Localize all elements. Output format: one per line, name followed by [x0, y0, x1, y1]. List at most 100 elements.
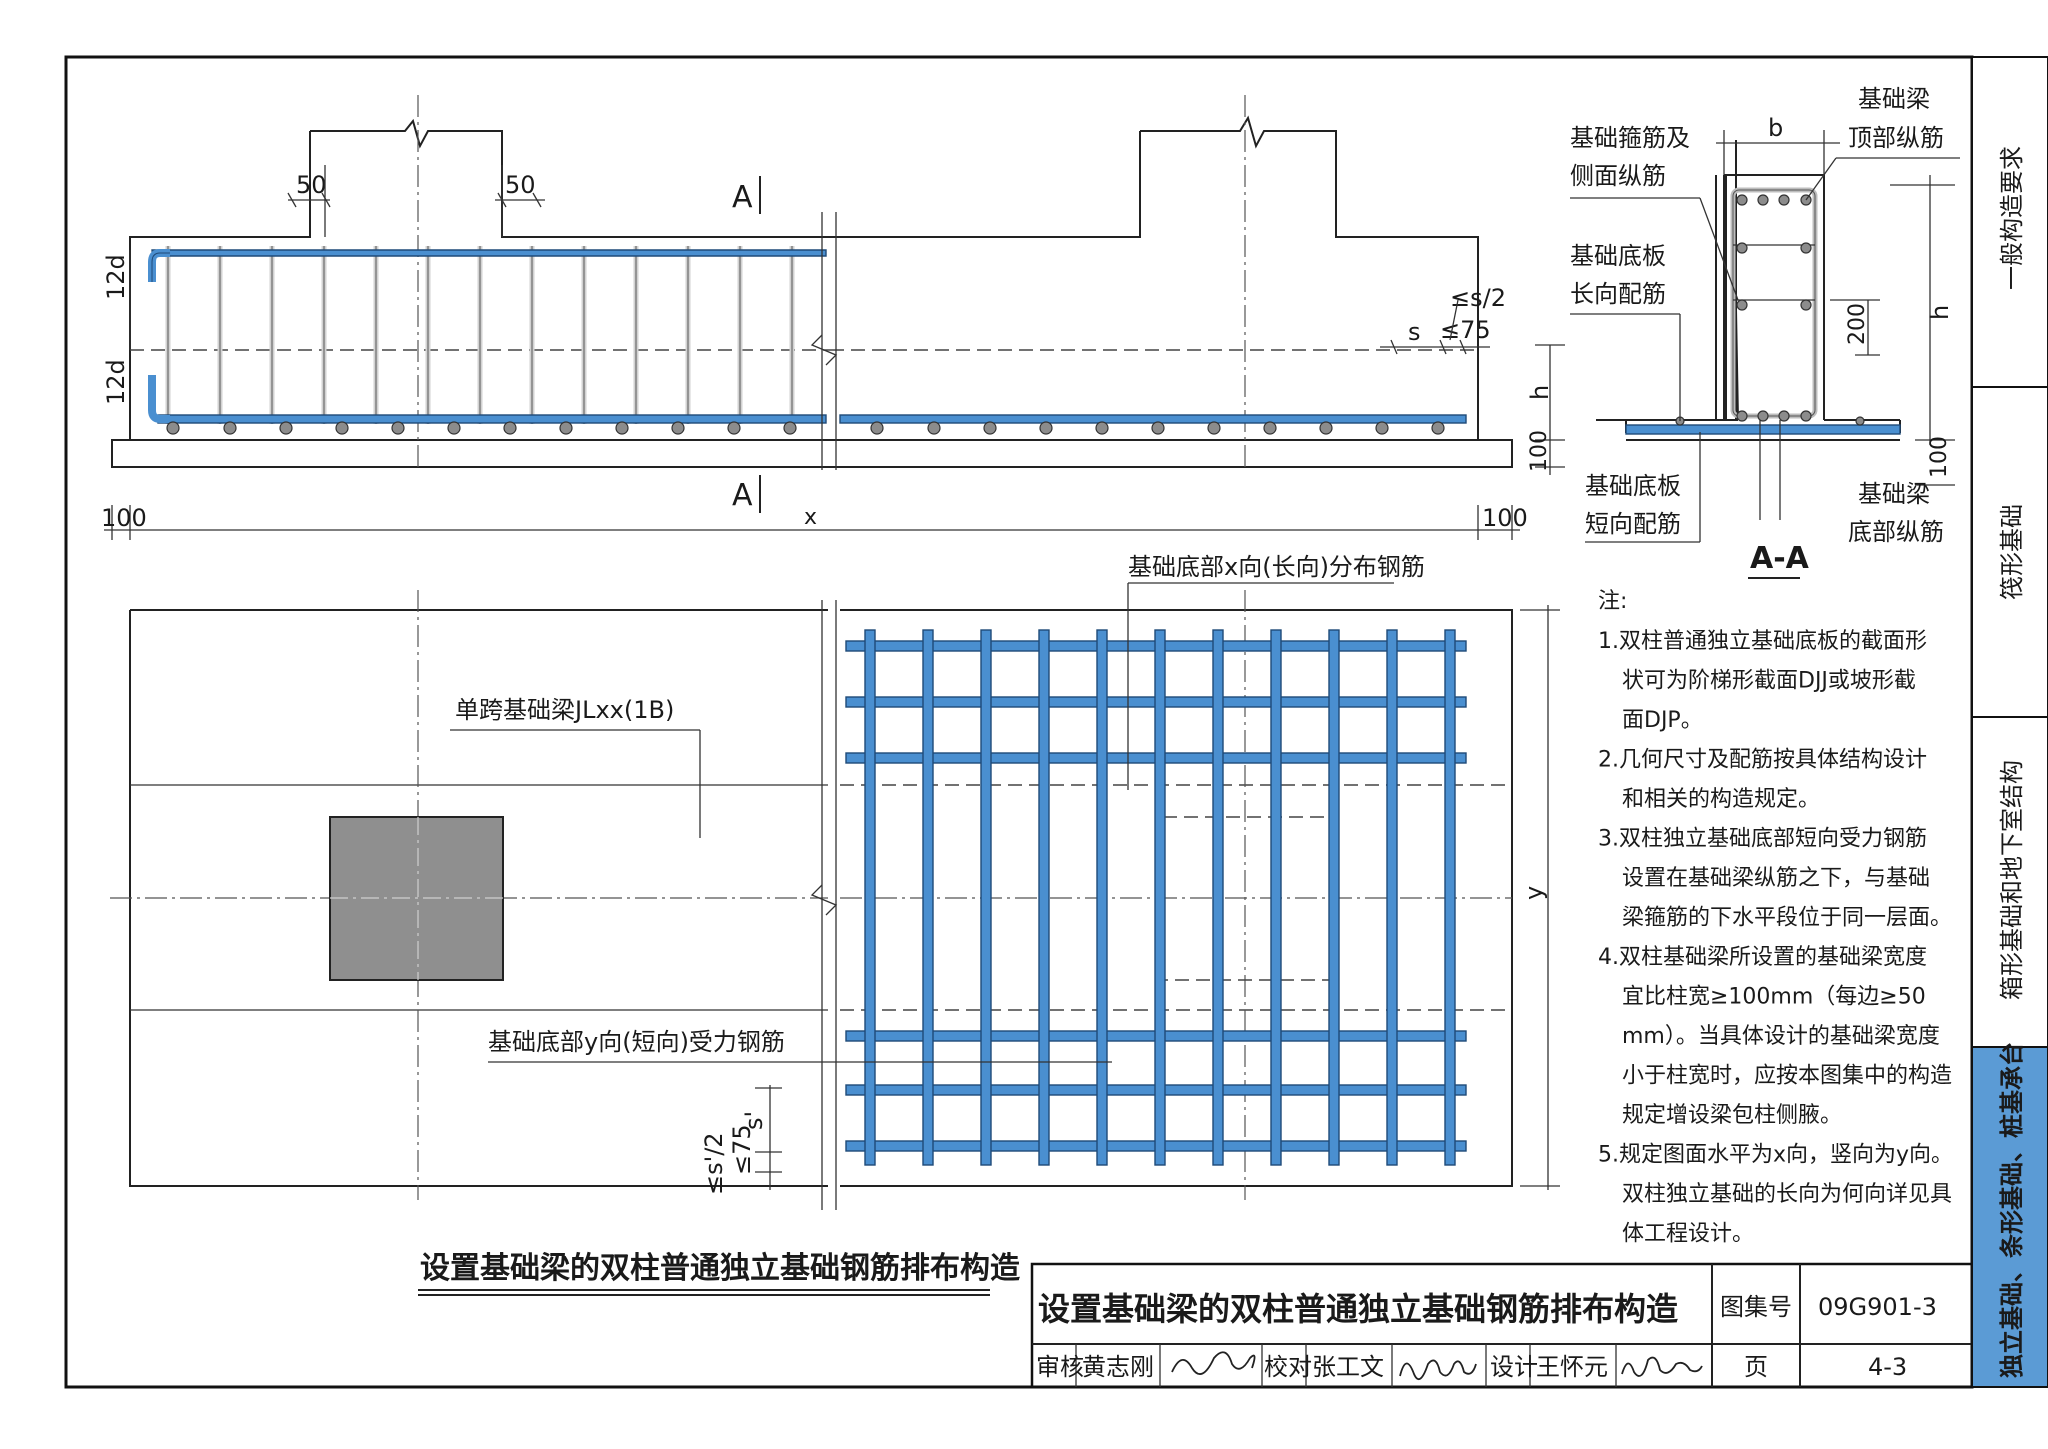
bottom-bar-dot — [335, 421, 349, 435]
title-block-title: 设置基础梁的双柱普通独立基础钢筋排布构造 — [1038, 1290, 1678, 1328]
elevation-view: 50 50 A A 12d 12d s ≤s/2 ≤75 h 100 — [101, 95, 1565, 540]
dim-s-prime: s' — [740, 1111, 768, 1130]
side-tab-2[interactable]: 筏形基础 — [1998, 504, 2026, 600]
y-bar — [1212, 629, 1224, 1166]
section-aa-view: b h 100 200 基础梁 顶部纵筋 基础箍筋及 侧面纵筋 基础底板 长向配… — [1570, 85, 1960, 579]
note-line: mm）。当具体设计的基础梁宽度 — [1622, 1024, 1940, 1049]
title-block: 设置基础梁的双柱普通独立基础钢筋排布构造 图集号 09G901-3 审核 黄志刚… — [1030, 1262, 1974, 1389]
note-line: 梁箍筋的下水平段位于同一层面。 — [1622, 906, 1952, 931]
dim-100-section: 100 — [1927, 436, 1952, 478]
side-tab-4[interactable]: 独立基础、条形基础、桩基承台 — [1998, 1042, 2026, 1378]
y-bar — [1386, 629, 1398, 1166]
note-line: 3.双柱独立基础底部短向受力钢筋 — [1598, 827, 1927, 852]
bottom-bar-dot — [870, 421, 884, 435]
note-line: 5.规定图面水平为x向，竖向为y向。 — [1598, 1143, 1953, 1168]
bottom-bar-dot — [1319, 421, 1333, 435]
section-aa-title: A-A — [1750, 541, 1810, 576]
label-beam-bottom-2: 底部纵筋 — [1848, 518, 1944, 546]
bottom-bar-dot — [727, 421, 741, 435]
label-x-bars: 基础底部x向(长向)分布钢筋 — [1128, 553, 1425, 581]
y-bar — [1096, 629, 1108, 1166]
note-line: 设置在基础梁纵筋之下，与基础 — [1622, 866, 1930, 891]
label-stirrup-1: 基础箍筋及 — [1570, 124, 1690, 152]
note-line: 面DJP。 — [1622, 708, 1703, 733]
drawing-title: 设置基础梁的双柱普通独立基础钢筋排布构造 — [420, 1251, 1020, 1286]
y-bar — [864, 629, 876, 1166]
dim-s2-prime: ≤s'/2 — [700, 1132, 728, 1195]
dim-12d-top: 12d — [102, 254, 130, 300]
label-beam-top-2: 顶部纵筋 — [1848, 124, 1944, 152]
bottom-bar-dot — [223, 421, 237, 435]
bottom-bar-dot — [1095, 421, 1109, 435]
dim-s-half: ≤s/2 — [1450, 284, 1506, 312]
y-bar — [1444, 629, 1456, 1166]
note-line: 宜比柱宽≥100mm（每边≥50 — [1622, 985, 1926, 1010]
section-mark-bottom: A — [732, 478, 753, 513]
y-bar — [1154, 629, 1166, 1166]
bottom-bar-dot — [1151, 421, 1165, 435]
label-plate-short-2: 短向配筋 — [1585, 510, 1681, 538]
label-stirrup-2: 侧面纵筋 — [1570, 162, 1666, 190]
page-no: 4-3 — [1868, 1353, 1907, 1381]
y-bar — [1328, 629, 1340, 1166]
note-line: 小于柱宽时，应按本图集中的构造 — [1622, 1064, 1952, 1089]
bottom-bar-dot — [1431, 421, 1445, 435]
check-signature — [1399, 1359, 1477, 1381]
bottom-bar-dot — [927, 421, 941, 435]
bottom-bar-dot — [1207, 421, 1221, 435]
label-beam: 单跨基础梁JLxx(1B) — [455, 696, 674, 724]
bottom-bar-dot — [559, 421, 573, 435]
atlas-label: 图集号 — [1720, 1293, 1792, 1321]
dim-75-plan: ≤75 — [728, 1124, 756, 1175]
bottom-bar-dot — [783, 421, 797, 435]
dim-h-section: h — [1926, 305, 1954, 320]
atlas-no: 09G901-3 — [1818, 1293, 1937, 1321]
dim-200: 200 — [1845, 303, 1870, 345]
note-line: 体工程设计。 — [1622, 1222, 1754, 1247]
bottom-bar-dot — [447, 421, 461, 435]
design-label: 设计 — [1490, 1353, 1538, 1381]
bottom-bar-dot — [1375, 421, 1389, 435]
bottom-bar-dot — [279, 421, 293, 435]
check-name: 张工文 — [1312, 1353, 1384, 1381]
design-signature — [1621, 1356, 1703, 1377]
dim-100-right: 100 — [1482, 504, 1528, 532]
bottom-bar-dot — [983, 421, 997, 435]
note-line: 状可为阶梯形截面DJJ或坡形截 — [1622, 669, 1916, 694]
bottom-bar-dot — [1039, 421, 1053, 435]
notes-block: 注: 1.双柱普通独立基础底板的截面形状可为阶梯形截面DJJ或坡形截面DJP。2… — [1598, 589, 1953, 1247]
bottom-bar-dot — [1263, 421, 1277, 435]
label-plate-long-2: 长向配筋 — [1570, 280, 1666, 308]
dim-75: ≤75 — [1440, 316, 1491, 344]
note-line: 规定增设梁包柱侧腋。 — [1622, 1103, 1842, 1128]
label-plate-short-1: 基础底板 — [1585, 472, 1681, 500]
dim-y: y — [1520, 886, 1548, 900]
dim-x: x — [804, 505, 817, 530]
y-bar — [1270, 629, 1282, 1166]
dim-b: b — [1768, 114, 1783, 142]
review-name: 黄志刚 — [1082, 1353, 1154, 1381]
label-plate-long-1: 基础底板 — [1570, 242, 1666, 270]
page-label: 页 — [1744, 1353, 1768, 1381]
check-label: 校对 — [1264, 1353, 1312, 1381]
y-bar — [980, 629, 992, 1166]
notes-heading: 注: — [1598, 589, 1627, 614]
dim-12d-bottom: 12d — [102, 359, 130, 405]
label-y-bars: 基础底部y向(短向)受力钢筋 — [488, 1028, 785, 1056]
design-name: 王怀元 — [1536, 1353, 1608, 1381]
dim-100-v: 100 — [1527, 430, 1552, 472]
side-tab-1[interactable]: 一般构造要求 — [1998, 146, 2026, 290]
note-line: 2.几何尺寸及配筋按具体结构设计 — [1598, 748, 1927, 773]
review-label: 审核 — [1036, 1353, 1084, 1381]
dim-50-left: 50 — [296, 171, 327, 199]
dim-100-left: 100 — [101, 504, 147, 532]
side-tab-3[interactable]: 箱形基础和地下室结构 — [1998, 760, 2026, 1000]
note-line: 和相关的构造规定。 — [1622, 787, 1820, 812]
label-beam-bottom-1: 基础梁 — [1858, 480, 1930, 508]
bottom-bar-dot — [166, 421, 180, 435]
note-line: 双柱独立基础的长向为何向详见具 — [1622, 1182, 1952, 1207]
bottom-bar-dot — [615, 421, 629, 435]
section-mark-top: A — [732, 180, 753, 215]
dim-50-right: 50 — [505, 171, 536, 199]
